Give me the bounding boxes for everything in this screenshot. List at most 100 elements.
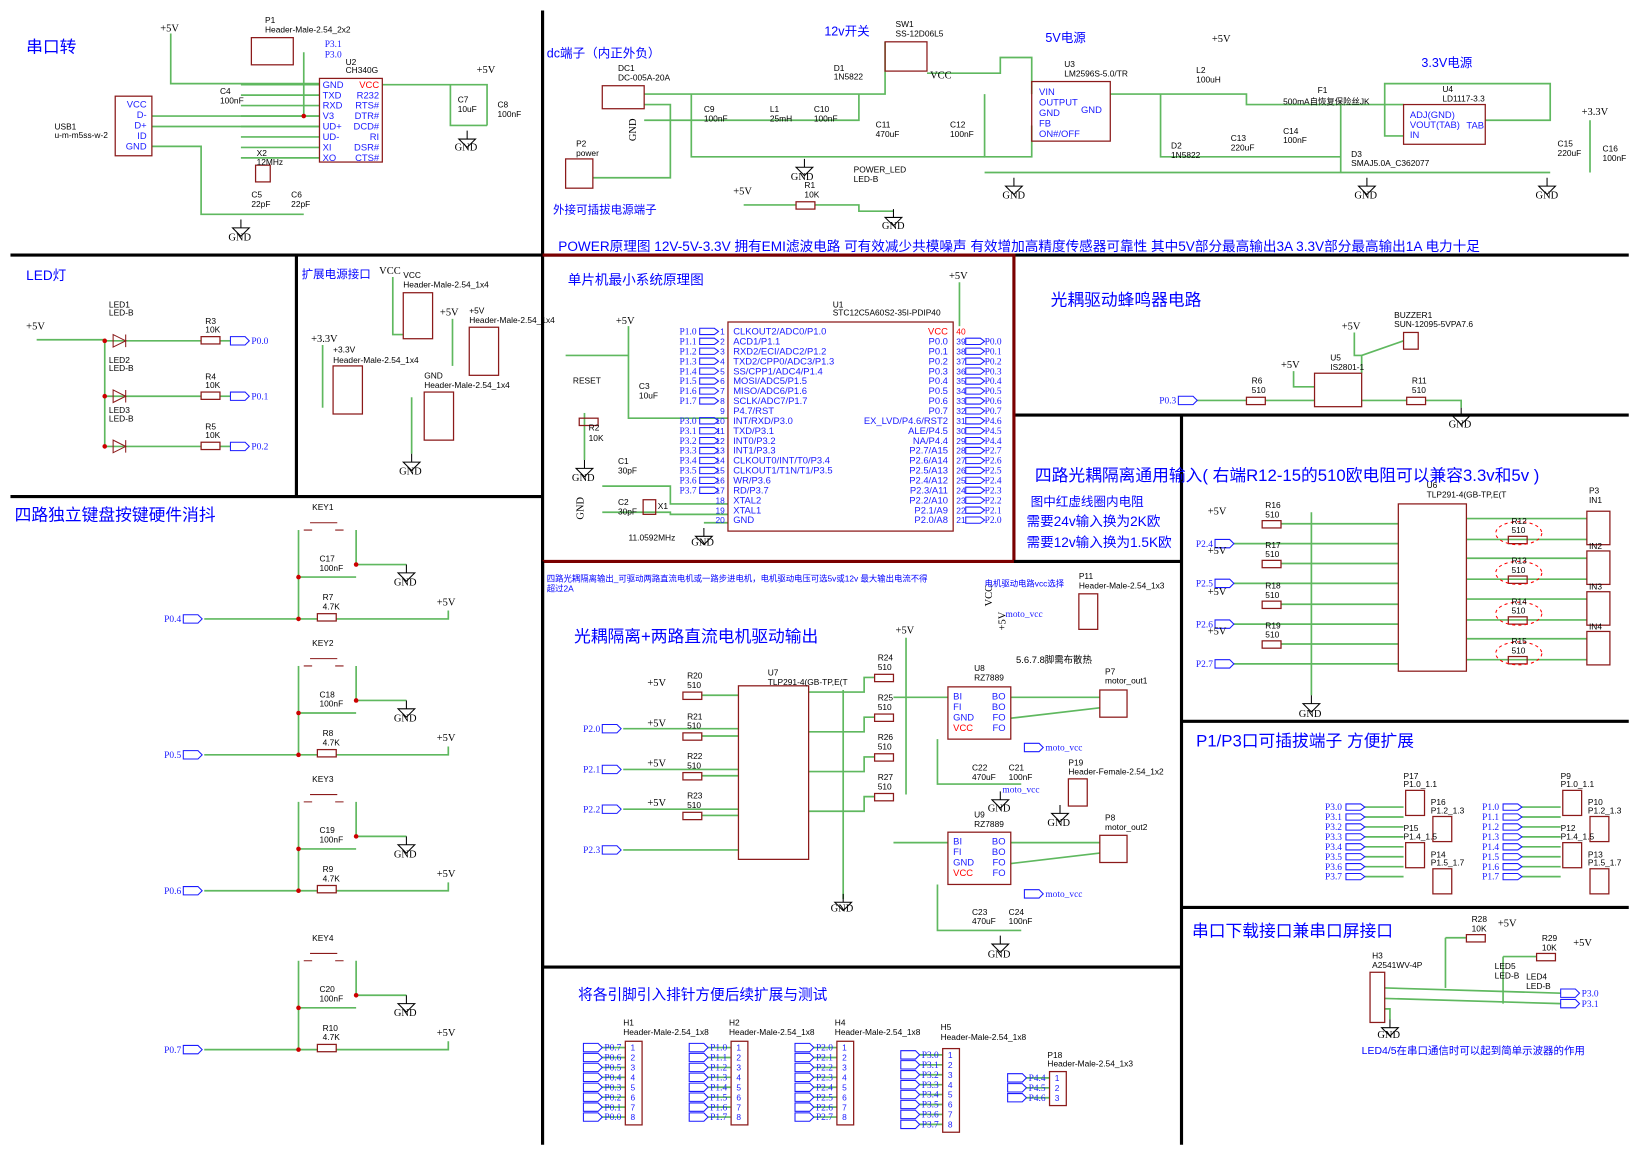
net-label: P3.4 — [680, 457, 697, 467]
junction-dot — [296, 616, 301, 622]
net-flag — [1023, 742, 1044, 753]
component-label: 4.7K — [323, 737, 341, 747]
pin-number: 6 — [720, 376, 725, 386]
component-label: C12 — [950, 120, 966, 130]
header-body — [624, 1040, 643, 1126]
wire — [690, 94, 985, 158]
component-label: P9 — [1561, 771, 1572, 781]
net-label: P1.3 — [680, 357, 697, 367]
ground-symbol — [1301, 695, 1322, 713]
net-flag — [1502, 872, 1523, 881]
power-label: +5V — [1208, 546, 1227, 557]
net-flag — [699, 377, 720, 385]
section-title: 超过2A — [547, 584, 574, 594]
wire — [1010, 852, 1100, 865]
net-flag — [794, 1062, 815, 1073]
net-label: P1.1 — [710, 1054, 727, 1064]
net-label: P3.5 — [922, 1101, 939, 1111]
component-label: LED-B — [109, 413, 134, 423]
pin-function: P0.6 — [929, 395, 948, 406]
pin-number: 3 — [631, 1063, 636, 1073]
pin-number: 21 — [956, 515, 966, 525]
net-label: P3.3 — [1325, 833, 1342, 843]
section-title: 光耦隔离+两路直流电机驱动输出 — [574, 627, 818, 646]
resistor — [200, 336, 221, 345]
rz7889-driver — [947, 686, 1012, 740]
resistor — [1507, 655, 1528, 665]
net-flag — [699, 327, 720, 336]
net-flag — [794, 1042, 815, 1053]
component-label: C7 — [458, 94, 469, 104]
net-flag — [1345, 843, 1366, 851]
pin-function: P0.1 — [929, 345, 948, 356]
power-label: +5V — [1212, 34, 1231, 45]
net-flag — [1345, 803, 1366, 811]
wire — [808, 795, 875, 813]
component-label: 100nF — [319, 563, 343, 573]
component-label: A2541WV-4P — [1372, 960, 1423, 970]
component-label: 4.7K — [323, 1032, 341, 1042]
component-label: R1 — [804, 180, 815, 190]
net-label: P0.4 — [604, 1073, 621, 1083]
pin-function: XTAL2 — [733, 494, 761, 505]
component-label: D2 — [1171, 140, 1182, 150]
wire — [936, 739, 1022, 785]
ground-symbol — [833, 893, 853, 912]
ground-symbol — [401, 453, 422, 472]
component-label: TLP291-4(GB-TP,E(T — [1427, 490, 1507, 500]
component-label: 510 — [1265, 510, 1279, 520]
component-label: 470uF — [972, 772, 996, 782]
net-flag — [965, 347, 986, 355]
component-label: LED2 — [109, 355, 130, 365]
component-label: 100nF — [950, 129, 974, 139]
power-label: GND — [455, 143, 478, 154]
wire — [814, 204, 894, 213]
pin-name: BO — [992, 836, 1006, 847]
junction-dot — [353, 992, 359, 998]
component-label: H1 — [623, 1018, 634, 1028]
pin-number: 6 — [948, 1100, 953, 1110]
component-label: Header-Male-2.54_2x2 — [265, 24, 351, 34]
pin-number: 8 — [842, 1112, 847, 1122]
dc-jack — [601, 85, 645, 110]
power-label: GND — [394, 849, 417, 860]
net-label: P0.6 — [164, 887, 181, 897]
wire — [1159, 94, 1341, 158]
component-label: 100nF — [1603, 153, 1627, 163]
component-label: 510 — [878, 781, 892, 791]
net-flag — [1007, 1073, 1028, 1083]
net-flag — [699, 486, 720, 494]
red-dashed-circle — [1495, 601, 1543, 626]
net-label: P2.4 — [816, 1083, 833, 1093]
pin-function: P0.0 — [929, 335, 948, 346]
net-flag — [1214, 578, 1235, 589]
net-flag — [1214, 619, 1235, 629]
net-flag — [965, 486, 986, 494]
pin-number: 5 — [948, 1090, 953, 1100]
section-title: 光耦驱动蜂鸣器电路 — [1051, 290, 1202, 309]
component-label: C9 — [704, 104, 715, 114]
r11 — [1406, 396, 1427, 406]
net-label: moto_vcc — [1045, 744, 1082, 754]
net-flag — [699, 427, 720, 435]
net-label: P1.6 — [710, 1103, 727, 1113]
component-label: 510 — [1511, 565, 1525, 575]
component-label: P18 — [1047, 1050, 1062, 1060]
net-label: P2.4 — [985, 477, 1002, 487]
net-flag — [688, 1102, 709, 1112]
usb-connector — [114, 95, 153, 157]
pin-function: P2.7/A15 — [909, 445, 948, 456]
resistor — [873, 673, 895, 683]
net-flag — [229, 336, 251, 346]
r2 — [578, 417, 599, 427]
pushbutton — [303, 658, 344, 667]
net-label: P3.0 — [922, 1051, 939, 1061]
power-label: +5V — [647, 719, 666, 730]
component-label: R16 — [1265, 500, 1281, 510]
buzzer — [1402, 331, 1419, 350]
net-flag — [965, 516, 986, 524]
pin-name: VCC — [359, 79, 379, 90]
component-label: KEY4 — [312, 933, 334, 943]
pin-function: RD/P3.7 — [733, 484, 769, 495]
